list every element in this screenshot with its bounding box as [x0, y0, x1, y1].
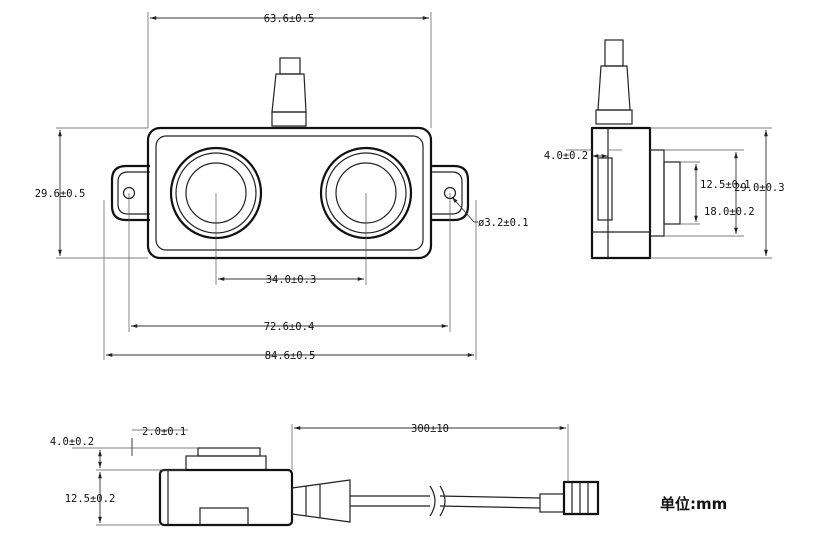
- dim-hole-diameter: ø3.2±0.1: [478, 217, 529, 229]
- front-view: 63.6±0.5 29.6±0.5 34.0±0.3 72.6±0.4 84.6…: [35, 12, 529, 362]
- bottom-lens-protrusion: [197, 447, 261, 457]
- dim-side-flange-thickness: 4.0±0.2: [544, 150, 588, 162]
- dim-side-lens-height: 12.5±0.1: [700, 179, 751, 191]
- bottom-cable: [350, 485, 541, 517]
- bottom-view: 4.0±0.2 2.0±0.1 300±10 12.5±0.2: [50, 423, 600, 527]
- dim-side-body-height: 29.0±0.3: [734, 182, 785, 194]
- dim-hole-spacing: 72.6±0.4: [264, 321, 315, 333]
- front-cable-gland: [271, 57, 307, 127]
- dim-cable-length: 300±10: [411, 423, 449, 435]
- dim-bottom-flange-thickness: 4.0±0.2: [50, 436, 94, 448]
- front-body-outline: [146, 126, 433, 260]
- side-cable-gland: [595, 39, 633, 125]
- dim-flange-length: 84.6±0.5: [265, 350, 316, 362]
- front-right-flange: [430, 164, 470, 222]
- bottom-connector: [539, 480, 600, 516]
- side-body-outline: [590, 126, 652, 260]
- front-left-flange: [110, 164, 150, 222]
- side-lens: [663, 161, 681, 225]
- front-body-inner: [155, 135, 424, 251]
- bottom-body-outline: [158, 468, 294, 527]
- unit-label: 单位:mm: [660, 495, 727, 513]
- dim-bottom-body-depth: 12.5±0.2: [65, 493, 116, 505]
- side-flange-slot: [597, 157, 613, 221]
- side-lens-collar: [649, 149, 665, 237]
- dim-side-lens-diameter: 18.0±0.2: [704, 206, 755, 218]
- dim-bottom-lens-protrusion: 2.0±0.1: [142, 426, 186, 438]
- dim-lens-spacing: 34.0±0.3: [266, 274, 317, 286]
- dim-height: 29.6±0.5: [35, 188, 86, 200]
- bottom-cable-gland: [291, 479, 351, 523]
- bottom-flange-slot: [199, 507, 249, 526]
- dim-overall-length: 63.6±0.5: [264, 13, 315, 25]
- side-view: 4.0±0.2 12.5±0.1 18.0±0.2 29.0±0.3: [544, 39, 785, 260]
